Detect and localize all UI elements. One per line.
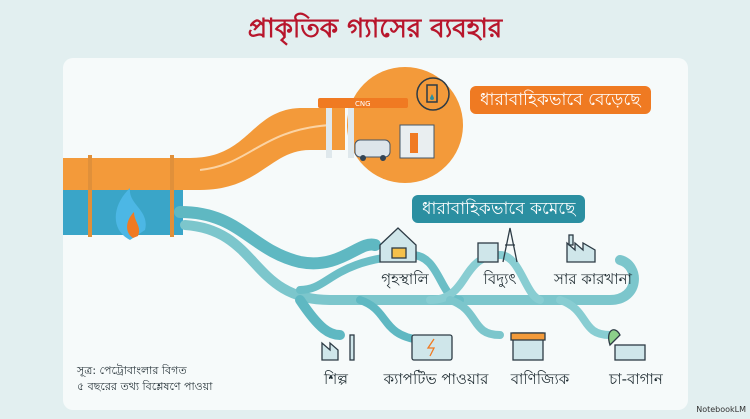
power-plant-icon [477, 227, 518, 263]
shop-icon [510, 332, 546, 361]
category-label: সার কারখানা [554, 270, 632, 288]
source-note: সূত্র: পেট্রোবাংলার বিগত ৫ বছরের তথ্য বি… [77, 363, 212, 395]
tea-garden-icon [608, 329, 646, 361]
source-line: সূত্র: পেট্রোবাংলার বিগত [77, 364, 187, 377]
source-line: ৫ বছরের তথ্য বিশ্লেষণে পাওয়া [77, 380, 213, 393]
cng-station-icon: CNG [318, 98, 435, 161]
page-title: প্রাকৃতিক গ্যাসের ব্যবহার [247, 14, 503, 44]
category-label: শিল্প [324, 370, 348, 388]
industry-icon [321, 334, 355, 361]
category-label: ক্যাপটিভ পাওয়ার [383, 370, 489, 388]
increasing-label: ধারাবাহিকভাবে বেড়েছে [470, 86, 651, 114]
category-label: বিদ্যুৎ [483, 270, 517, 288]
generator-icon [411, 334, 453, 361]
category-label: গৃহস্থালি [381, 270, 429, 288]
flame-icon [115, 188, 146, 240]
brand-watermark: NotebookLM [696, 405, 746, 414]
teal-branches [174, 206, 639, 344]
decreasing-label: ধারাবাহিকভাবে কমেছে [412, 195, 586, 223]
orange-pipe [63, 108, 345, 190]
category-label: চা-বাগান [609, 370, 663, 388]
fuel-pump-icon [416, 77, 450, 111]
category-label: বাণিজ্যিক [510, 370, 570, 388]
factory-icon [566, 234, 596, 263]
house-icon [379, 227, 417, 263]
svg-text:CNG: CNG [355, 100, 371, 108]
